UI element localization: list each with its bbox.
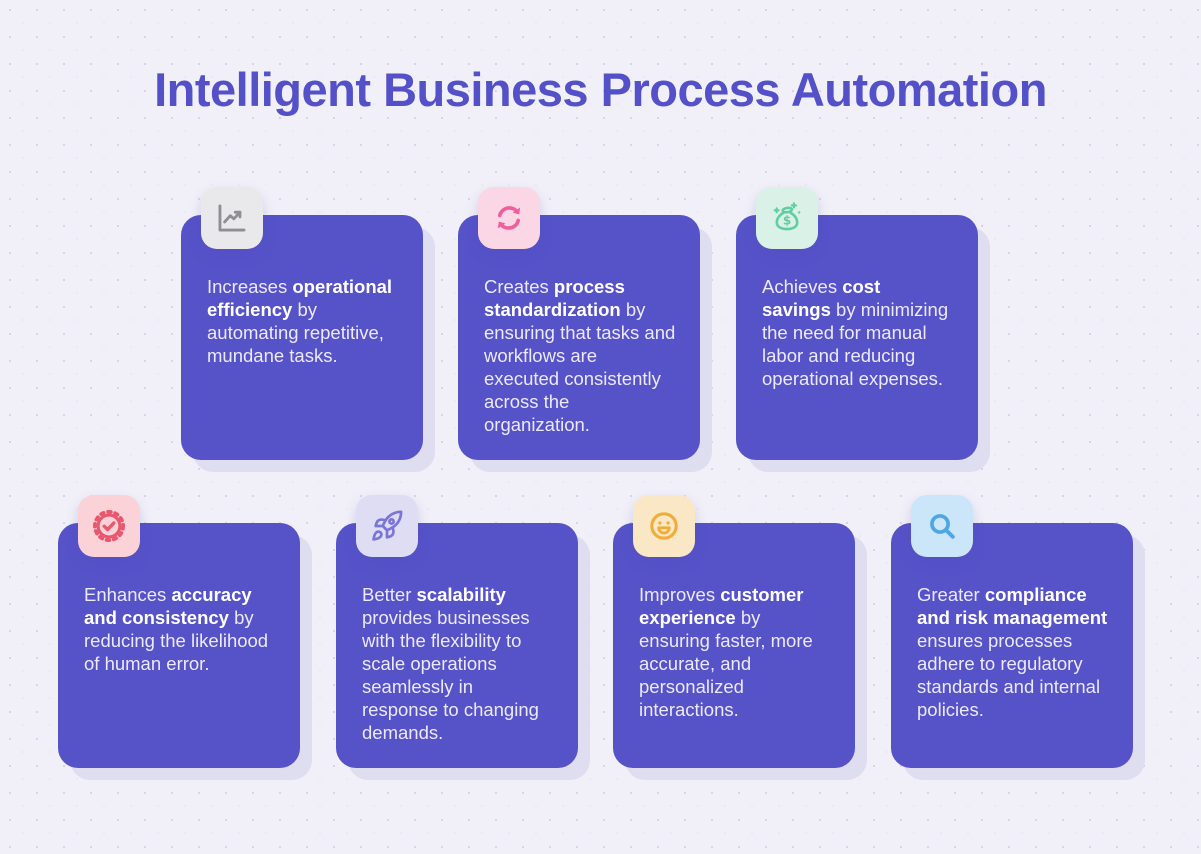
card-text: Enhances accuracy and consistency by red… — [84, 584, 269, 674]
page-title: Intelligent Business Process Automation — [154, 63, 1047, 116]
card-text: Improves customer experience by ensuring… — [639, 584, 813, 720]
card-operational-efficiency: Increases operational efficiency by auto… — [181, 187, 423, 460]
money-bag-icon: $ — [756, 187, 818, 249]
line-chart-icon — [201, 187, 263, 249]
magnifier-icon — [911, 495, 973, 557]
card-text: Increases operational efficiency by auto… — [207, 276, 393, 366]
card-cost-savings: $ Achieves cost savings by minimizing th… — [736, 187, 978, 460]
svg-text:$: $ — [783, 214, 791, 228]
rocket-icon — [356, 495, 418, 557]
card-customer-experience: Improves customer experience by ensuring… — [613, 495, 855, 768]
card-compliance-risk: Greater compliance and risk management e… — [891, 495, 1133, 768]
card-text: Better scalability provides businesses w… — [362, 584, 539, 743]
card-text: Creates process standardization by ensur… — [484, 276, 676, 435]
seal-check-icon — [78, 495, 140, 557]
card-process-standardization: Creates process standardization by ensur… — [458, 187, 700, 460]
card-accuracy-consistency: Enhances accuracy and consistency by red… — [58, 495, 300, 768]
sync-icon — [478, 187, 540, 249]
smiley-icon — [633, 495, 695, 557]
card-text: Greater compliance and risk management e… — [917, 584, 1108, 720]
card-text: Achieves cost savings by minimizing the … — [762, 276, 949, 389]
card-scalability: Better scalability provides businesses w… — [336, 495, 578, 768]
